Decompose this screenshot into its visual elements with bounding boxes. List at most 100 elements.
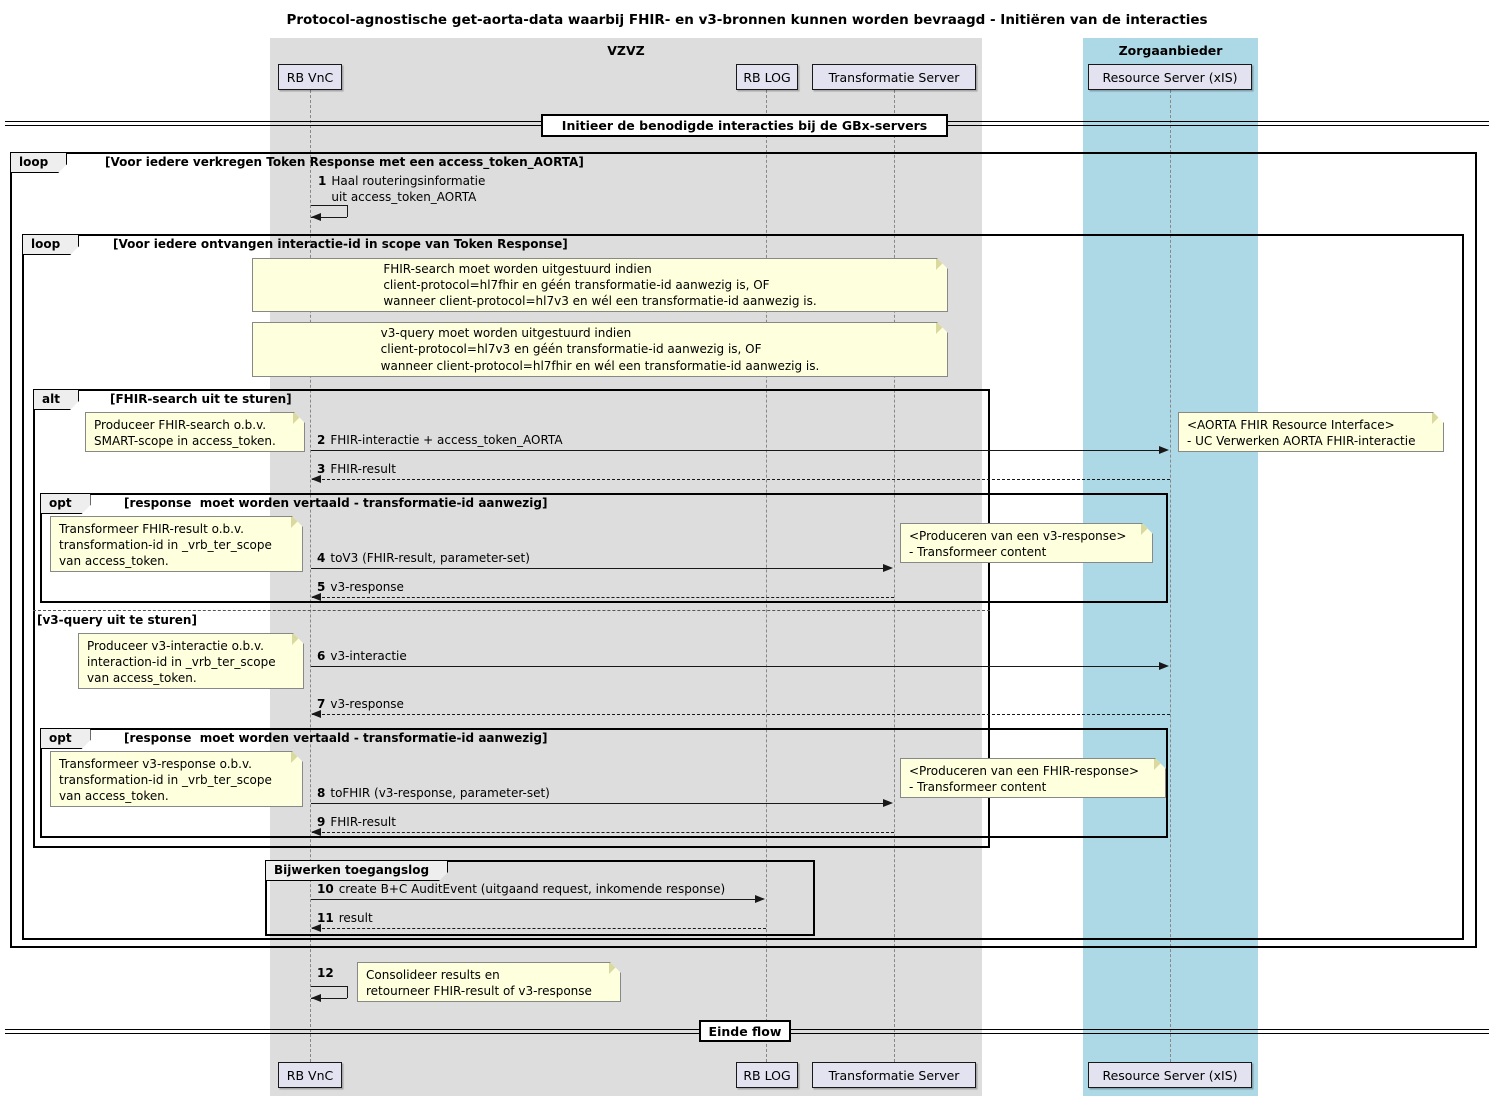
message-5-arrowhead bbox=[311, 593, 321, 601]
message-3-arrowhead bbox=[311, 475, 321, 483]
note-produceer-v3-interactie: Produceer v3-interactie o.b.v. interacti… bbox=[78, 633, 304, 689]
message-8-number: 8 bbox=[317, 786, 326, 800]
message-4-label: 4 toV3 (FHIR-result, parameter-set) bbox=[317, 551, 530, 567]
message-2-arrowhead bbox=[1159, 446, 1169, 454]
message-4-text: toV3 (FHIR-result, parameter-set) bbox=[330, 551, 530, 565]
note-produceren-v3-response: <Produceren van een v3-response> - Trans… bbox=[900, 523, 1153, 563]
message-5-label: 5 v3-response bbox=[317, 580, 404, 596]
participant-transformatie-server-bottom: Transformatie Server bbox=[812, 1062, 976, 1088]
message-1-label: 1 Haal routeringsinformatie uit access_t… bbox=[318, 174, 485, 205]
message-7-text: v3-response bbox=[330, 697, 404, 711]
note-consolideer-results: Consolideer results en retourneer FHIR-r… bbox=[357, 962, 621, 1002]
message-9-number: 9 bbox=[317, 815, 326, 829]
message-11-number: 11 bbox=[317, 911, 334, 925]
participant-rb-log-top: RB LOG bbox=[736, 64, 798, 90]
loop-outer-condition: [Voor iedere verkregen Token Response me… bbox=[105, 155, 584, 169]
lifeline-rb-log bbox=[766, 90, 767, 1062]
message-10-text: create B+C AuditEvent (uitgaand request,… bbox=[338, 882, 726, 896]
message-9-arrowhead bbox=[311, 828, 321, 836]
message-8-label: 8 toFHIR (v3-response, parameter-set) bbox=[317, 786, 550, 802]
message-9-line bbox=[312, 832, 894, 833]
diagram-title: Protocol-agnostische get-aorta-data waar… bbox=[286, 12, 1208, 28]
message-4-arrowhead bbox=[883, 564, 893, 572]
message-5-number: 5 bbox=[317, 580, 326, 594]
message-10-number: 10 bbox=[317, 882, 334, 896]
alt-keyword: alt bbox=[33, 389, 79, 410]
message-10-line bbox=[311, 899, 756, 900]
message-12-arrowhead bbox=[311, 994, 321, 1002]
participant-rb-vnc-top: RB VnC bbox=[278, 64, 342, 90]
participant-resource-server-bottom: Resource Server (xIS) bbox=[1088, 1062, 1252, 1088]
loop-outer-frame bbox=[10, 152, 1477, 948]
message-7-arrowhead bbox=[311, 710, 321, 718]
message-2-number: 2 bbox=[317, 433, 326, 447]
message-12-line-out bbox=[311, 986, 347, 987]
participant-resource-server-top: Resource Server (xIS) bbox=[1088, 64, 1252, 90]
lifeline-transformatie-server bbox=[894, 90, 895, 1062]
start-divider: Initieer de benodigde interacties bij de… bbox=[541, 114, 948, 137]
message-12-label: 12 bbox=[317, 966, 334, 982]
vzvz-group-box: VZVZ bbox=[270, 38, 982, 1096]
opt-tofhir-frame bbox=[40, 728, 1168, 838]
message-2-line bbox=[311, 450, 1160, 451]
message-11-arrowhead bbox=[311, 924, 321, 932]
message-12-line-down bbox=[347, 986, 348, 998]
message-7-line bbox=[312, 714, 1170, 715]
message-1-text: Haal routeringsinformatie uit access_tok… bbox=[331, 174, 486, 204]
message-6-line bbox=[311, 666, 1160, 667]
participant-rb-vnc-bottom: RB VnC bbox=[278, 1062, 342, 1088]
message-11-text: result bbox=[338, 911, 373, 925]
message-9-label: 9 FHIR-result bbox=[317, 815, 396, 831]
note-fhir-search-rule: FHIR-search moet worden uitgestuurd indi… bbox=[252, 258, 948, 312]
alt-frame bbox=[33, 389, 990, 848]
note-v3-query-rule: v3-query moet worden uitgestuurd indien … bbox=[252, 322, 948, 377]
message-8-arrowhead bbox=[883, 799, 893, 807]
message-4-line bbox=[311, 568, 884, 569]
message-4-number: 4 bbox=[317, 551, 326, 565]
zorgaanbieder-group-label: Zorgaanbieder bbox=[1118, 43, 1223, 58]
lifeline-rb-vnc bbox=[310, 90, 311, 1062]
message-11-label: 11 result bbox=[317, 911, 373, 927]
message-2-label: 2 FHIR-interactie + access_token_AORTA bbox=[317, 433, 563, 449]
note-produceer-fhir-search: Produceer FHIR-search o.b.v. SMART-scope… bbox=[85, 412, 305, 452]
message-6-label: 6 v3-interactie bbox=[317, 649, 407, 665]
message-11-line bbox=[312, 928, 766, 929]
einde-divider: Einde flow bbox=[699, 1020, 791, 1042]
message-10-label: 10 create B+C AuditEvent (uitgaand reque… bbox=[317, 882, 725, 898]
opt-tofhir-condition: [response moet worden vertaald - transfo… bbox=[124, 731, 548, 745]
participant-transformatie-server-top: Transformatie Server bbox=[812, 64, 976, 90]
loop-inner-frame bbox=[22, 234, 1464, 940]
opt-tov3-frame bbox=[40, 493, 1168, 603]
opt-tov3-condition: [response moet worden vertaald - transfo… bbox=[124, 496, 548, 510]
loop-inner-keyword: loop bbox=[22, 234, 79, 255]
message-1-line-out bbox=[311, 205, 347, 206]
message-5-text: v3-response bbox=[330, 580, 404, 594]
alt-else-condition: [v3-query uit te sturen] bbox=[37, 613, 197, 627]
loop-outer-keyword: loop bbox=[10, 152, 67, 173]
message-12-number: 12 bbox=[317, 966, 334, 980]
note-aorta-fhir-resource-interface: <AORTA FHIR Resource Interface> - UC Ver… bbox=[1178, 412, 1444, 452]
alt-else-separator bbox=[33, 610, 990, 611]
message-12-line-back bbox=[311, 998, 347, 999]
message-1-line-down bbox=[347, 205, 348, 217]
note-transformeer-v3-response: Transformeer v3-response o.b.v. transfor… bbox=[50, 751, 303, 807]
message-9-text: FHIR-result bbox=[330, 815, 396, 829]
message-1-arrowhead bbox=[311, 213, 321, 221]
vzvz-group-label: VZVZ bbox=[607, 43, 645, 58]
participant-rb-log-bottom: RB LOG bbox=[736, 1062, 798, 1088]
message-7-number: 7 bbox=[317, 697, 326, 711]
message-1-line-back bbox=[311, 217, 347, 218]
message-3-number: 3 bbox=[317, 462, 326, 476]
message-6-number: 6 bbox=[317, 649, 326, 663]
note-produceren-fhir-response: <Produceren van een FHIR-response> - Tra… bbox=[900, 758, 1166, 798]
group-toegangslog-frame bbox=[265, 860, 815, 936]
message-8-line bbox=[311, 803, 884, 804]
opt-tofhir-keyword: opt bbox=[40, 728, 91, 749]
group-toegangslog-keyword: Bijwerken toegangslog bbox=[265, 860, 448, 881]
lifeline-resource-server bbox=[1170, 90, 1171, 1062]
loop-inner-condition: [Voor iedere ontvangen interactie-id in … bbox=[113, 237, 568, 251]
message-10-arrowhead bbox=[755, 895, 765, 903]
message-1-number: 1 bbox=[318, 174, 327, 188]
note-transformeer-fhir-result: Transformeer FHIR-result o.b.v. transfor… bbox=[50, 516, 303, 572]
message-6-text: v3-interactie bbox=[330, 649, 407, 663]
